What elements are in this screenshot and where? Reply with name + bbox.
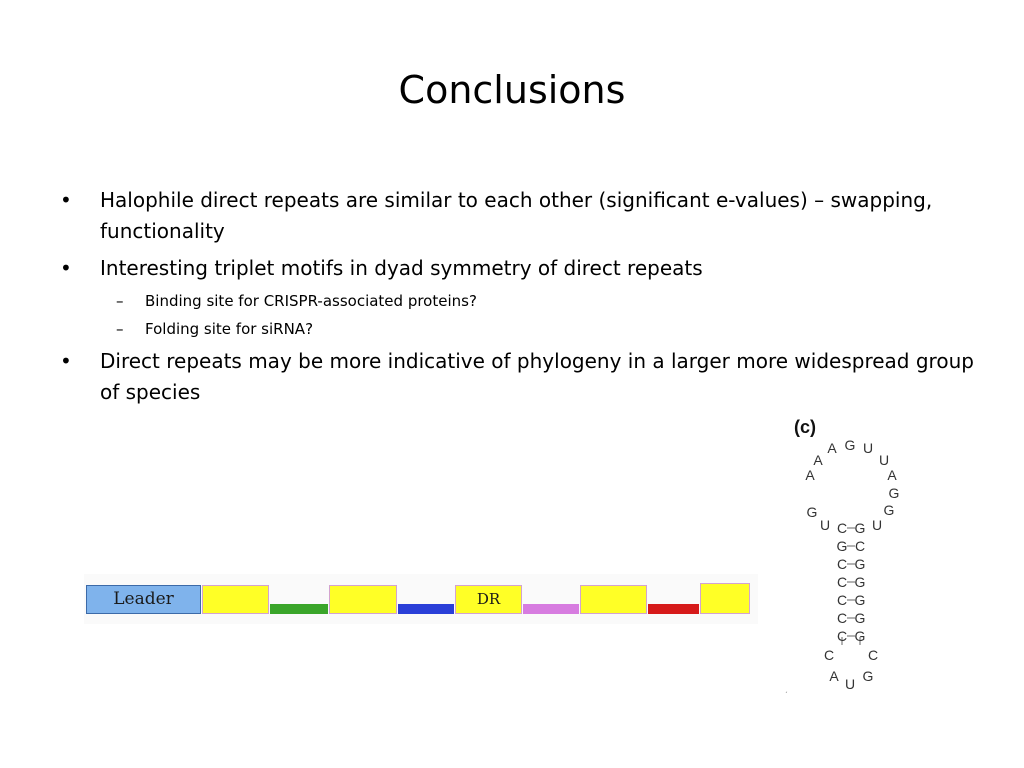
tick-mark: ˊ [785,691,788,700]
spacer-block [270,604,328,614]
nucleotide: C [824,647,834,663]
nucleotide: C [868,647,878,663]
nucleotide: G [855,556,866,572]
bullet-text: Halophile direct repeats are similar to … [100,188,933,243]
nucleotide: C [837,574,847,590]
sub-bullet-marker: – [116,320,124,338]
sub-bullet-item: – Folding site for siRNA? [58,318,978,340]
panel-label: (c) [794,417,816,437]
repeat-block [700,583,750,614]
leader-block: Leader [86,585,201,614]
nucleotide: A [813,452,823,468]
nucleotide: U [820,517,830,533]
nucleotide: A [829,668,839,684]
nucleotide: U [845,676,855,692]
nucleotide: G [855,610,866,626]
spacer-block [648,604,699,614]
nucleotide: C [837,628,847,644]
crispr-array-diagram: Leader DR [84,574,758,624]
nucleotide: G [863,668,874,684]
bullet-list: • Halophile direct repeats are similar t… [58,185,978,414]
nucleotide: G [855,574,866,590]
sub-bullet-marker: – [116,292,124,310]
nucleotide: U [863,440,873,456]
bullet-marker: • [60,188,72,212]
nucleotide: A [805,467,815,483]
nucleotide: C [837,556,847,572]
base-pair-lines [841,527,861,645]
nucleotide: U [872,517,882,533]
sub-bullet-text: Folding site for siRNA? [145,320,314,338]
nucleotide: A [887,467,897,483]
nucleotide: G [855,592,866,608]
nucleotide: U [879,452,889,468]
nucleotide: G [837,538,848,554]
bullet-item: • Interesting triplet motifs in dyad sym… [58,253,978,284]
repeat-block-dr: DR [455,585,522,614]
nucleotide: G [845,437,856,453]
nucleotide: C [837,592,847,608]
repeat-block [329,585,397,614]
bullet-text: Direct repeats may be more indicative of… [100,349,974,404]
bullet-item: • Halophile direct repeats are similar t… [58,185,978,247]
slide-title: Conclusions [398,68,626,112]
nucleotide: C [855,538,865,554]
nucleotide: G [889,485,900,501]
nucleotide: G [884,502,895,518]
repeat-block [202,585,269,614]
nucleotide: A [827,440,837,456]
bullet-item: • Direct repeats may be more indicative … [58,346,978,408]
nucleotide: C [837,520,847,536]
nucleotide: C [837,610,847,626]
sub-bullet-text: Binding site for CRISPR-associated prote… [145,292,477,310]
nucleotide: G [855,628,866,644]
bullet-marker: • [60,256,72,280]
repeat-block [580,585,647,614]
spacer-block [523,604,579,614]
bullet-text: Interesting triplet motifs in dyad symme… [100,256,703,280]
nucleotide: G [807,504,818,520]
nucleotide: G [855,520,866,536]
sub-bullet-item: – Binding site for CRISPR-associated pro… [58,290,978,312]
spacer-block [398,604,454,614]
bullet-marker: • [60,349,72,373]
